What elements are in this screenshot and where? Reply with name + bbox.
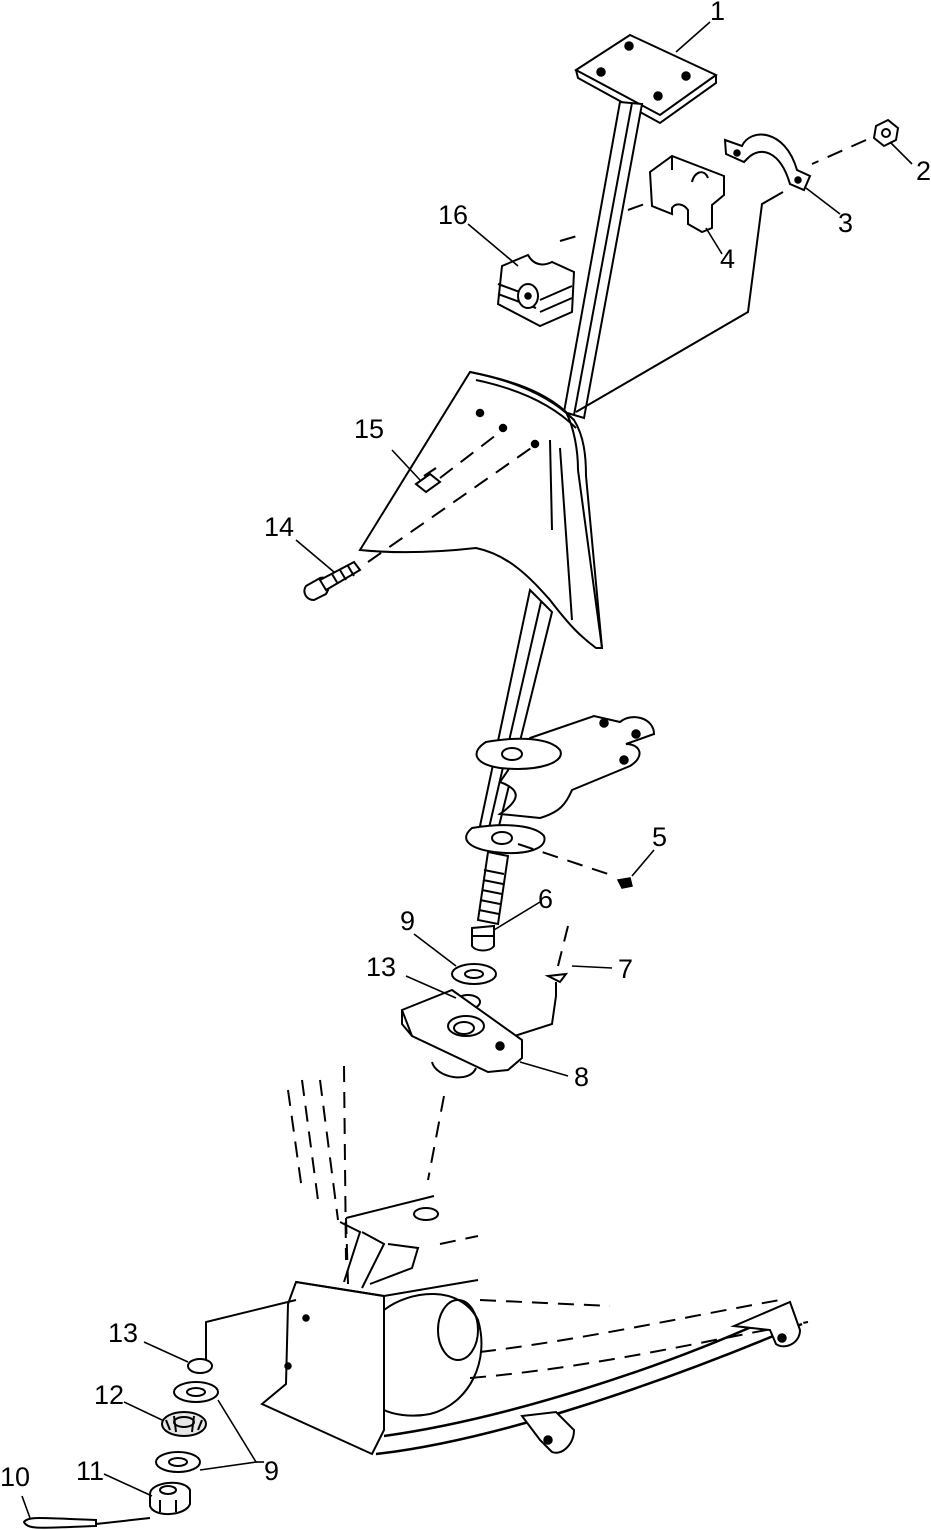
callout-7: 7 xyxy=(618,954,633,984)
callout-8: 8 xyxy=(574,1062,589,1092)
part-1-mount-plate xyxy=(574,33,718,125)
part-13-ring-lower xyxy=(187,1358,213,1374)
leader-lines xyxy=(21,21,913,1519)
callout-labels: 1 2 3 4 5 6 7 8 9 9 10 11 12 13 13 14 15… xyxy=(0,0,931,1492)
callout-14: 14 xyxy=(264,512,294,542)
part-7-screw xyxy=(501,925,569,1041)
steering-post-upper xyxy=(562,100,644,420)
steering-cover-panel xyxy=(358,370,604,649)
callout-9-upper: 9 xyxy=(400,906,415,936)
part-15-rivet xyxy=(414,431,501,494)
part-5-screw xyxy=(517,843,633,889)
part-12-bearing xyxy=(161,1411,207,1437)
callout-10: 10 xyxy=(0,1462,30,1492)
shaft-flange-upper xyxy=(475,737,562,770)
callout-13-lower: 13 xyxy=(108,1318,138,1348)
part-14-bolt xyxy=(303,445,535,602)
part-10-cotter-pin xyxy=(22,1517,151,1529)
part-16-rubber-mount xyxy=(496,253,576,328)
ski-bracket-rear xyxy=(520,1410,576,1454)
callout-11: 11 xyxy=(76,1456,104,1486)
callout-4: 4 xyxy=(720,244,735,274)
lower-spindle-hardware xyxy=(22,1299,297,1529)
callout-12: 12 xyxy=(94,1380,124,1410)
chassis-front-housing xyxy=(260,1195,809,1456)
callout-6: 6 xyxy=(538,884,553,914)
exploded-view-lines-middle xyxy=(287,1065,445,1261)
callout-13-upper: 13 xyxy=(366,952,396,982)
part-9-washer-lower-1 xyxy=(173,1381,219,1403)
part-3-clamp xyxy=(723,133,812,192)
callout-1: 1 xyxy=(710,0,725,26)
shaft-threaded-end xyxy=(476,850,510,926)
part-6-coupler xyxy=(471,924,495,952)
part-9-washer-lower-2 xyxy=(155,1451,201,1473)
exploded-view-lines-upper xyxy=(559,139,867,413)
ski-bracket-front xyxy=(730,1300,802,1348)
callout-2: 2 xyxy=(916,156,931,186)
callout-3: 3 xyxy=(838,208,853,238)
part-2-nut xyxy=(872,118,900,148)
callout-15: 15 xyxy=(354,414,384,444)
callout-5: 5 xyxy=(652,822,667,852)
callout-16: 16 xyxy=(438,200,468,230)
part-4-block xyxy=(648,154,725,234)
part-9-washer-upper xyxy=(451,963,497,985)
part-8-bearing-block xyxy=(400,988,523,1079)
part-11-castle-nut xyxy=(149,1481,191,1515)
callout-9-lower: 9 xyxy=(264,1456,279,1486)
